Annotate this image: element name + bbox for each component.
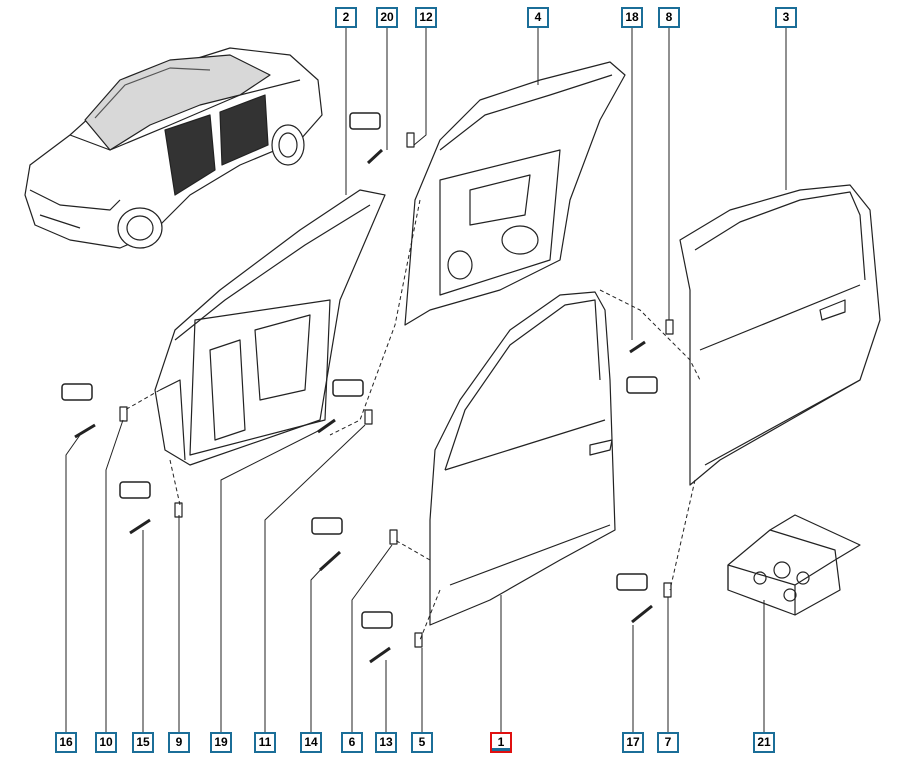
callout-part-6[interactable]: 6	[341, 732, 363, 753]
callout-part-20[interactable]: 20	[376, 7, 398, 28]
callout-part-1-selected[interactable]: 1	[490, 732, 512, 753]
callout-part-13[interactable]: 13	[375, 732, 397, 753]
callout-part-19[interactable]: 19	[210, 732, 232, 753]
car-thumbnail	[24, 47, 323, 249]
part-4-rear-door-shell	[404, 61, 626, 326]
callout-part-12[interactable]: 12	[415, 7, 437, 28]
callout-part-4[interactable]: 4	[527, 7, 549, 28]
callout-part-11[interactable]: 11	[254, 732, 276, 753]
callout-part-3[interactable]: 3	[775, 7, 797, 28]
callout-part-16[interactable]: 16	[55, 732, 77, 753]
callout-part-21[interactable]: 21	[753, 732, 775, 753]
callout-part-17[interactable]: 17	[622, 732, 644, 753]
assembly-dashed-lines	[124, 199, 701, 641]
leader-lines	[65, 26, 787, 734]
callout-part-14[interactable]: 14	[300, 732, 322, 753]
callout-part-2[interactable]: 2	[335, 7, 357, 28]
part-21-clip-kit-box	[727, 514, 861, 616]
callout-part-7[interactable]: 7	[657, 732, 679, 753]
part-2-front-door-shell	[154, 189, 386, 466]
callout-part-5[interactable]: 5	[411, 732, 433, 753]
seal-pictograms	[61, 112, 658, 629]
callout-part-9[interactable]: 9	[168, 732, 190, 753]
callout-part-8[interactable]: 8	[658, 7, 680, 28]
clips-and-fasteners	[74, 132, 674, 664]
part-3-rear-door-outer	[679, 184, 881, 486]
part-1-front-door-outer	[429, 291, 616, 626]
callout-part-10[interactable]: 10	[95, 732, 117, 753]
callout-part-15[interactable]: 15	[132, 732, 154, 753]
callout-part-18[interactable]: 18	[621, 7, 643, 28]
